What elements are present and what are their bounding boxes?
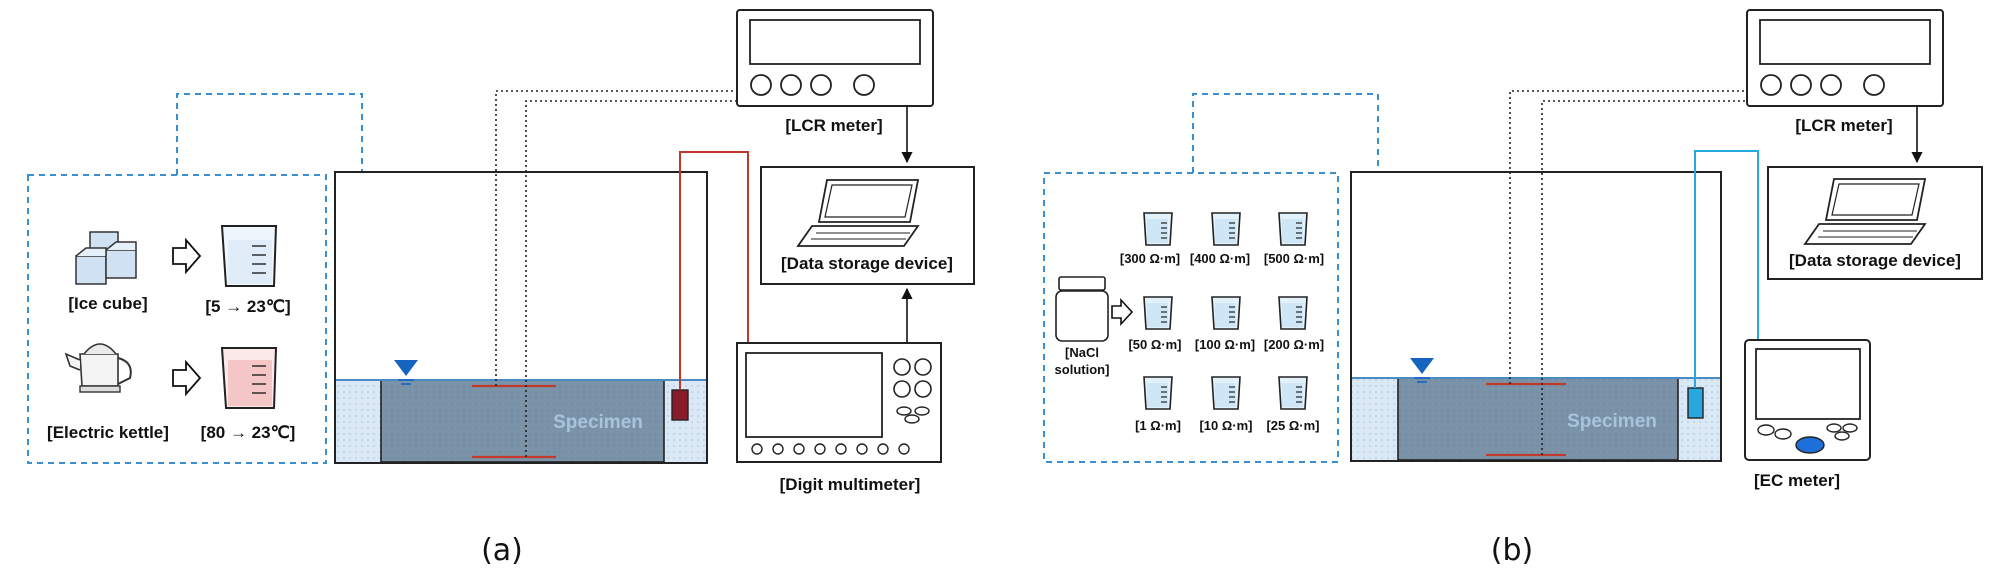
supply-box [27,174,327,464]
kettle-icon [64,343,132,393]
specimen-block [1397,377,1679,461]
caption-b: (b) [1491,533,1533,568]
beaker-label: [100 Ω·m] [1195,337,1255,352]
data-storage-device [1767,166,1983,280]
digit-multimeter [736,342,942,463]
lcr-wire [495,90,737,386]
beaker-label: [500 Ω·m] [1264,251,1324,266]
beaker-icon [1143,212,1173,246]
hollow-arrow-icon [172,359,202,397]
hollow-arrow-icon [1111,297,1134,327]
lcr-meter [736,9,934,107]
multimeter-label: [Digit multimeter] [780,475,921,494]
lcr-wire [1509,90,1747,384]
kettle-label: [Electric kettle] [47,423,169,442]
ice-temperature: [5 → 23℃] [205,297,290,316]
hollow-arrow-icon [172,237,202,275]
beaker-label: [400 Ω·m] [1190,251,1250,266]
water-level-icon [1410,358,1434,374]
caption-a: (a) [481,533,523,568]
lcr-meter-label: [LCR meter] [1795,116,1892,135]
beaker-icon [1143,296,1173,330]
ec-probe-cable [1694,150,1759,388]
beaker-icon [1211,376,1241,410]
nacl-bottle-icon [1055,276,1109,342]
lcr-wire [525,100,737,457]
specimen-label: Specimen [553,412,643,433]
beaker-icon [1143,376,1173,410]
nacl-label-line2: solution] [1055,362,1110,377]
lcr-meter [1746,9,1944,107]
beaker-icon [1278,212,1308,246]
lcr-wire [1541,100,1747,455]
beaker-label: [200 Ω·m] [1264,337,1324,352]
beaker-label: [25 Ω·m] [1266,418,1319,433]
nacl-box [1043,172,1339,463]
beaker-label: [300 Ω·m] [1120,251,1180,266]
beaker-icon [1278,296,1308,330]
beaker-label: [10 Ω·m] [1199,418,1252,433]
temperature-probe [671,389,689,421]
beaker-label: [50 Ω·m] [1128,337,1181,352]
water-left [1352,378,1398,460]
ec-meter [1744,339,1871,461]
water-level-icon [394,360,418,376]
lcr-meter-label: [LCR meter] [785,116,882,135]
data-storage-label: [Data storage device] [781,254,953,273]
specimen-block [380,379,665,463]
beaker-icon [1211,212,1241,246]
data-storage-label: [Data storage device] [1789,251,1961,270]
beaker-label: [1 Ω·m] [1135,418,1181,433]
panel-a: [Ice cube] [5 → 23℃] [Electric kettle] [27,9,975,568]
cold-beaker-icon [220,225,278,287]
hot-beaker-icon [220,347,278,409]
ice-cube-label: [Ice cube] [68,294,147,313]
data-storage-device [760,166,975,285]
beaker-grid [1143,212,1308,410]
kettle-temperature: [80 → 23℃] [201,423,296,442]
panel-b: [NaCl solution] [300 Ω·m] [400 Ω·m] [500… [1043,9,1983,568]
ice-cube-icon [75,231,137,285]
specimen-label: Specimen [1567,411,1657,432]
water-left [336,380,381,462]
beaker-icon [1278,376,1308,410]
nacl-label-line1: [NaCl [1065,345,1099,360]
ec-meter-label: [EC meter] [1754,471,1840,490]
probe-cable [679,151,749,390]
ec-probe [1687,387,1704,419]
beaker-icon [1211,296,1241,330]
